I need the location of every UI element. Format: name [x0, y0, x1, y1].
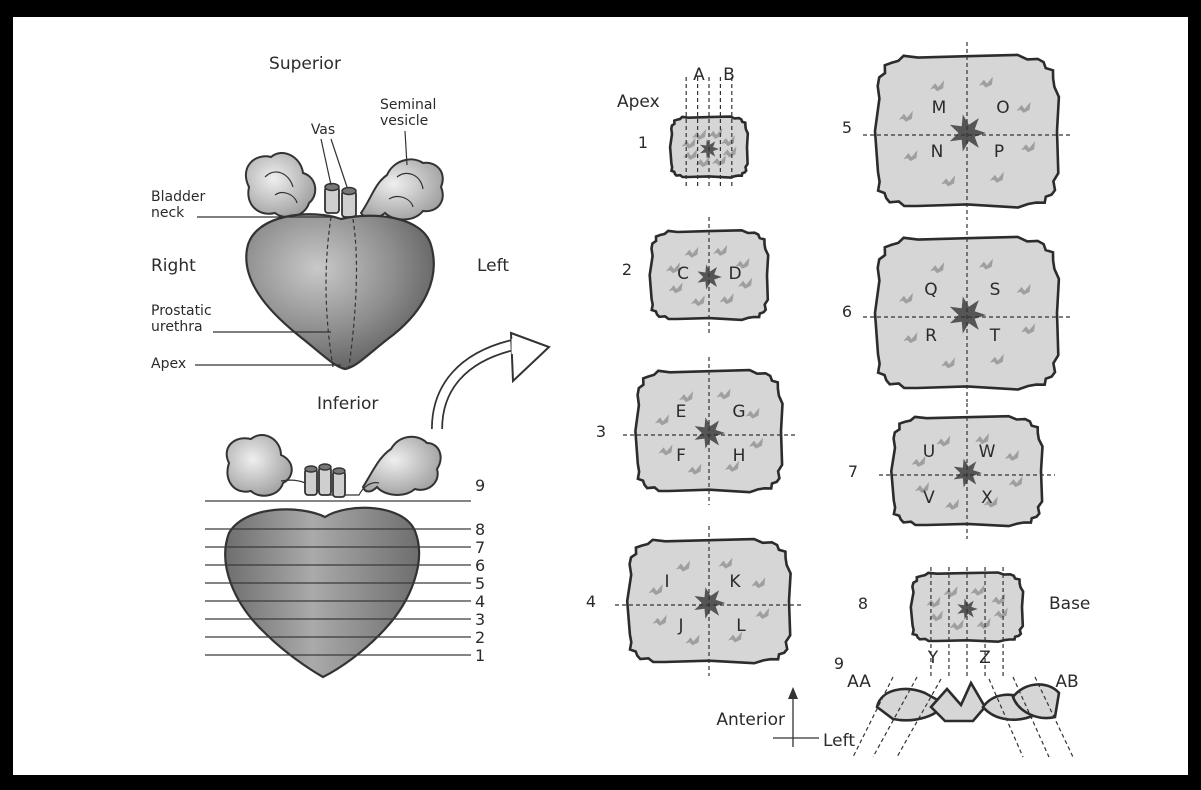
prostatic-urethra-label-2: urethra	[151, 319, 203, 335]
arrow-up-icon	[788, 687, 798, 699]
bladder-neck-label-2: neck	[151, 205, 185, 221]
base-label: Base	[1049, 594, 1090, 614]
bladder-neck-label-1: Bladder	[151, 189, 205, 205]
section-letter: W	[979, 442, 996, 462]
section-letter: A	[693, 65, 705, 85]
section-letter: Z	[979, 648, 991, 668]
section-letter: S	[990, 280, 1001, 300]
base-fragment-slice	[853, 677, 1073, 757]
vas-deferens	[325, 184, 356, 218]
section-letter: H	[733, 446, 746, 466]
cross-section-5: 5 M O N P	[842, 42, 1071, 220]
section-number: 1	[638, 133, 648, 152]
section-number: 3	[596, 422, 606, 441]
anterior-label: Anterior	[716, 710, 785, 730]
section-number: 6	[842, 302, 852, 321]
level-number: 5	[475, 574, 485, 593]
seminal-vesicle-label-1: Seminal	[380, 97, 436, 113]
curved-arrow	[437, 333, 549, 429]
level-number: 3	[475, 610, 485, 629]
cross-section-3: 3 E G F H	[596, 357, 795, 505]
section-number: 7	[848, 462, 858, 481]
section-letter: AA	[847, 672, 871, 692]
prostate-body-levels	[225, 508, 419, 677]
vas-label: Vas	[311, 122, 335, 138]
seminal-vesicle-label-2: vesicle	[380, 113, 428, 129]
level-number: 2	[475, 628, 485, 647]
left-seminal-vesicle	[361, 159, 443, 219]
cross-section-2: 2 C D	[622, 217, 768, 333]
section-letter: T	[989, 326, 1001, 346]
section-letter: C	[677, 264, 689, 284]
section-letter: I	[664, 572, 669, 592]
section-letter: K	[729, 572, 741, 592]
section-number: 5	[842, 118, 852, 137]
prostatic-urethra-label-1: Prostatic	[151, 303, 212, 319]
apex-side-label: Apex	[151, 356, 186, 372]
prostate-front-view: Superior Vas Seminal vesicle Bladder ne	[151, 54, 509, 414]
section-letter: Y	[927, 648, 939, 668]
right-label: Right	[151, 256, 196, 276]
prostate-body-front	[246, 214, 433, 369]
cross-section-9: 9AA AB	[834, 654, 1079, 757]
section-letter: G	[732, 402, 745, 422]
section-letter: E	[676, 402, 687, 422]
section-letter: M	[932, 98, 947, 118]
level-number: 7	[475, 538, 485, 557]
section-number: 2	[622, 260, 632, 279]
section-letter: P	[994, 142, 1004, 162]
compass-left-label: Left	[823, 731, 855, 751]
prostate-mapping-diagram: Superior Vas Seminal vesicle Bladder ne	[13, 17, 1188, 775]
level-number: 8	[475, 520, 485, 539]
section-number: 8	[858, 594, 868, 613]
level-number: 4	[475, 592, 485, 611]
apex-label: Apex	[617, 92, 660, 112]
section-letter: F	[676, 446, 686, 466]
section-number: 4	[586, 592, 596, 611]
section-letter: R	[925, 326, 937, 346]
left-label: Left	[477, 256, 509, 276]
section-number: 9	[834, 654, 844, 673]
inferior-label: Inferior	[317, 394, 378, 414]
cross-section-7: 7 U W V X	[848, 403, 1055, 539]
section-letter: Q	[924, 280, 937, 300]
level-number: 6	[475, 556, 485, 575]
section-letter: X	[981, 488, 993, 508]
section-letter: O	[996, 98, 1009, 118]
superior-label: Superior	[269, 54, 341, 74]
figure-panel: Superior Vas Seminal vesicle Bladder ne	[13, 17, 1188, 775]
section-letter: N	[931, 142, 944, 162]
cross-section-8: 8Y Z	[858, 567, 1023, 677]
level-number: 1	[475, 646, 485, 665]
section-letter: D	[728, 264, 741, 284]
cross-section-6: 6 Q S R T	[842, 224, 1071, 402]
section-letter: U	[923, 442, 935, 462]
section-letter: B	[723, 65, 735, 85]
orientation-compass: Anterior Left	[716, 687, 855, 751]
level-number: 9	[475, 476, 485, 495]
section-letter: L	[736, 616, 746, 636]
section-letter: J	[677, 616, 683, 636]
right-seminal-vesicle	[246, 153, 315, 217]
section-letter: V	[923, 488, 935, 508]
section-letter: AB	[1055, 672, 1078, 692]
cross-section-4: 4 I K J L	[586, 526, 803, 676]
